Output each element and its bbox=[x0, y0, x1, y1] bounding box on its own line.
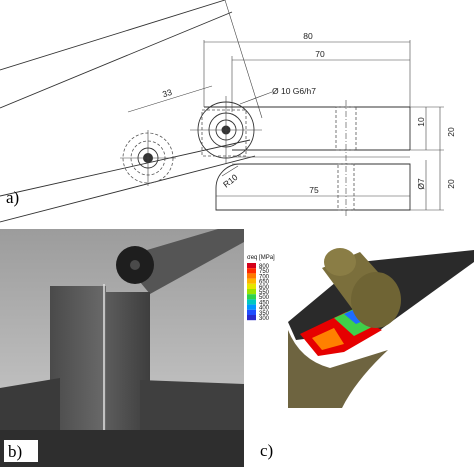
dim-v10-text: 10 bbox=[416, 117, 426, 127]
legend-swatch bbox=[247, 299, 256, 305]
legend-value: 650 bbox=[259, 280, 270, 286]
arm-lower-edge-2 bbox=[0, 155, 256, 223]
legend-swatch bbox=[247, 263, 256, 269]
legend-value: 350 bbox=[259, 311, 270, 317]
legend-swatch bbox=[247, 278, 256, 284]
dim-v20b-text: 20 bbox=[446, 179, 456, 189]
legend-swatch bbox=[247, 294, 256, 300]
fem-die bbox=[288, 330, 388, 408]
dim-pin-text: Ø 10 G6/h7 bbox=[272, 86, 316, 96]
legend-value: 800 bbox=[259, 264, 270, 270]
legend-swatch bbox=[247, 315, 256, 321]
legend-value: 300 bbox=[259, 316, 270, 322]
legend-value: 400 bbox=[259, 306, 270, 312]
legend-swatch bbox=[247, 289, 256, 295]
dim-r10-leader bbox=[221, 165, 239, 177]
arm-upper-edge-2 bbox=[0, 11, 233, 109]
legend-value: 500 bbox=[259, 295, 270, 301]
panel-c-label: c) bbox=[260, 441, 273, 460]
legend-title: σeq [MPa] bbox=[247, 255, 275, 261]
photo-roller-hub bbox=[130, 260, 140, 270]
dim-v20a-text: 20 bbox=[446, 127, 456, 137]
arm-upper-edge bbox=[0, 0, 226, 71]
legend-value: 600 bbox=[259, 285, 270, 291]
legend-swatch bbox=[247, 304, 256, 310]
dim-80-text: 80 bbox=[303, 31, 313, 41]
panel-b-label: b) bbox=[8, 442, 22, 461]
legend-swatch bbox=[247, 283, 256, 289]
legend-value: 700 bbox=[259, 274, 270, 280]
dim-75-text: 75 bbox=[309, 185, 319, 195]
panel-b-label-bg bbox=[4, 440, 38, 462]
panel-a-technical-drawing: 80 70 33 Ø 10 G6/h7 R10 75 10 20 Ø7 20 a… bbox=[0, 0, 456, 223]
dim-33-text: 33 bbox=[161, 87, 173, 99]
fem-roller bbox=[322, 248, 401, 328]
dim-pin-leader bbox=[239, 91, 273, 105]
fem-stress-orange bbox=[312, 328, 344, 350]
panel-b-photo: b) bbox=[0, 229, 244, 467]
legend-swatch bbox=[247, 268, 256, 274]
panel-c-fem: σeq [MPa] 800750700650600550500450400350… bbox=[247, 248, 474, 460]
dim-line-33 bbox=[127, 85, 213, 113]
arm-end-line bbox=[224, 0, 263, 119]
legend-value: 750 bbox=[259, 269, 270, 275]
dim-v7-text: Ø7 bbox=[416, 178, 426, 190]
photo-base bbox=[0, 430, 244, 467]
dim-70-text: 70 bbox=[315, 49, 325, 59]
panel-a-label: a) bbox=[6, 188, 19, 207]
legend-swatch bbox=[247, 309, 256, 315]
pin-hidden-outline bbox=[201, 109, 247, 157]
legend-swatch bbox=[247, 273, 256, 279]
photo-arm bbox=[120, 229, 244, 294]
legend-value: 550 bbox=[259, 290, 270, 296]
lower-die-outline bbox=[215, 163, 411, 211]
legend-value: 450 bbox=[259, 300, 270, 306]
